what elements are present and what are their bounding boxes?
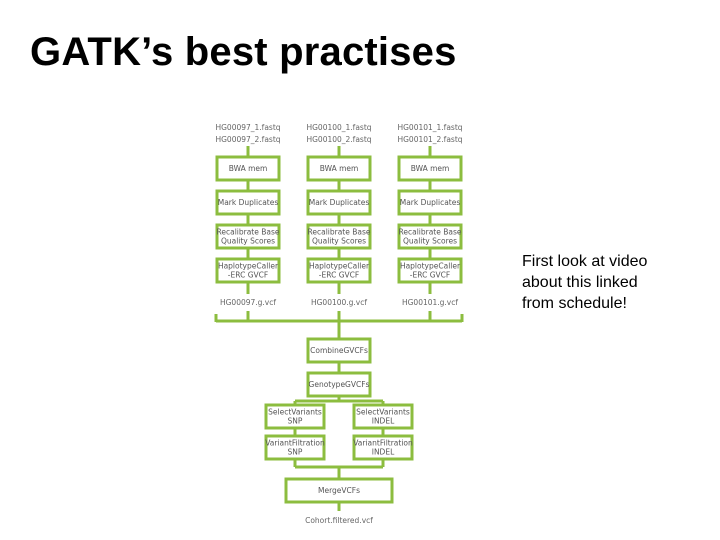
gvcf-output-label: HG00101.g.vcf xyxy=(402,298,458,307)
fastq-input-label: HG00101_2.fastq xyxy=(397,135,462,144)
recalibrate-box-label: Recalibrate Base xyxy=(307,228,370,237)
select-variants-indel-box-label: SelectVariants xyxy=(356,408,410,417)
variant-filtration-snp-box-label: VariantFiltration xyxy=(265,439,325,448)
final-output-label: Cohort.filtered.vcf xyxy=(305,516,373,525)
haplotypecaller-box xyxy=(397,257,463,284)
recalibrate-box-label: Quality Scores xyxy=(403,237,457,246)
recalibrate-box xyxy=(397,223,463,250)
bwa-mem-box xyxy=(397,155,463,182)
fastq-input-label: HG00101_1.fastq xyxy=(397,123,462,132)
bwa-mem-box-label: BWA mem xyxy=(411,164,450,173)
bwa-mem-box xyxy=(215,155,281,182)
side-note-line: First look at video xyxy=(522,253,648,270)
fastq-input-label: HG00097_2.fastq xyxy=(215,135,280,144)
haplotypecaller-box-label: HaplotypeCaller xyxy=(218,262,279,271)
haplotypecaller-box-label: -ERC GVCF xyxy=(228,271,268,280)
gvcf-output-label: HG00100.g.vcf xyxy=(311,298,367,307)
variant-filtration-snp-box-label: SNP xyxy=(288,448,303,457)
fastq-input-label: HG00097_1.fastq xyxy=(215,123,280,132)
recalibrate-box xyxy=(215,223,281,250)
variant-filtration-snp-box xyxy=(264,434,326,461)
mark-duplicates-box-label: Mark Duplicates xyxy=(309,198,370,207)
gvcf-output-label: HG00097.g.vcf xyxy=(220,298,276,307)
select-variants-snp-box-label: SelectVariants xyxy=(268,408,322,417)
side-note-line: from schedule! xyxy=(522,295,627,312)
select-variants-snp-box xyxy=(264,403,326,430)
mark-duplicates-box xyxy=(397,189,463,216)
bwa-mem-box-label: BWA mem xyxy=(229,164,268,173)
combine-gvcfs-box-label: CombineGVCFs xyxy=(310,346,368,355)
fastq-input-label: HG00100_2.fastq xyxy=(306,135,371,144)
slide-title: GATK’s best practises xyxy=(30,30,457,74)
merge-vcfs-box-label: MergeVCFs xyxy=(318,486,360,495)
haplotypecaller-box xyxy=(215,257,281,284)
mark-duplicates-box xyxy=(215,189,281,216)
fastq-input-label: HG00100_1.fastq xyxy=(306,123,371,132)
select-variants-indel-box-label: INDEL xyxy=(372,417,395,426)
haplotypecaller-box-label: -ERC GVCF xyxy=(319,271,359,280)
variant-filtration-indel-box-label: VariantFiltration xyxy=(353,439,413,448)
recalibrate-box xyxy=(306,223,372,250)
variant-filtration-indel-box-label: INDEL xyxy=(372,448,395,457)
bwa-mem-box-label: BWA mem xyxy=(320,164,359,173)
mark-duplicates-box-label: Mark Duplicates xyxy=(400,198,461,207)
recalibrate-box-label: Quality Scores xyxy=(312,237,366,246)
side-note: First look at video about this linked fr… xyxy=(522,251,702,314)
side-note-line: about this linked xyxy=(522,274,638,291)
haplotypecaller-box xyxy=(306,257,372,284)
haplotypecaller-box-label: HaplotypeCaller xyxy=(400,262,461,271)
haplotypecaller-box-label: HaplotypeCaller xyxy=(309,262,370,271)
merge-vcfs-box xyxy=(284,477,394,504)
bwa-mem-box xyxy=(306,155,372,182)
select-variants-indel-box xyxy=(352,403,414,430)
recalibrate-box-label: Recalibrate Base xyxy=(216,228,279,237)
mark-duplicates-box-label: Mark Duplicates xyxy=(218,198,279,207)
select-variants-snp-box-label: SNP xyxy=(288,417,303,426)
recalibrate-box-label: Recalibrate Base xyxy=(398,228,461,237)
combine-gvcfs-box xyxy=(306,337,372,364)
variant-filtration-indel-box xyxy=(352,434,414,461)
genotype-gvcfs-box-label: GenotypeGVCFs xyxy=(309,380,370,389)
mark-duplicates-box xyxy=(306,189,372,216)
haplotypecaller-box-label: -ERC GVCF xyxy=(410,271,450,280)
recalibrate-box-label: Quality Scores xyxy=(221,237,275,246)
